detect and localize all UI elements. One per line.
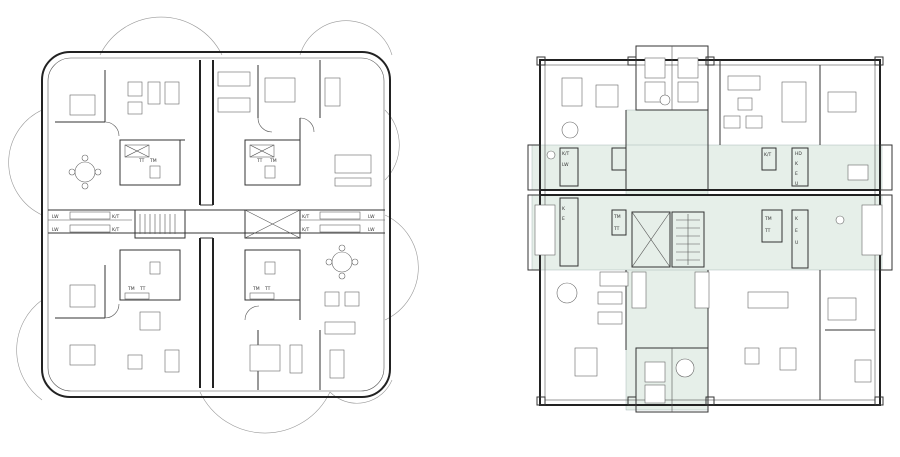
label-kt-1: K/T bbox=[112, 214, 119, 220]
bathrooms: TT TM TT TM TM TT TM TT bbox=[124, 144, 277, 300]
label-tm-r1: TM bbox=[613, 214, 621, 220]
label-kt-4: K/T bbox=[302, 227, 309, 233]
label-e-r1: E bbox=[562, 216, 565, 222]
right-round-tables bbox=[546, 94, 845, 378]
label-tm-1: TM bbox=[149, 158, 157, 164]
inner-wall-line bbox=[47, 57, 385, 392]
room-partitions bbox=[55, 60, 321, 390]
label-tt-3: TT bbox=[139, 286, 146, 292]
label-kt-r1: K/T bbox=[562, 151, 569, 157]
label-kt-2: K/T bbox=[112, 227, 119, 233]
columns bbox=[536, 56, 884, 406]
label-lw-3: LW bbox=[368, 214, 375, 220]
outer-wall bbox=[41, 51, 391, 398]
corridor-walls bbox=[199, 60, 214, 388]
right-dining bbox=[534, 57, 883, 404]
label-lw-2: LW bbox=[52, 227, 59, 233]
label-tt-1: TT bbox=[138, 158, 145, 164]
right-core bbox=[631, 211, 705, 268]
label-lw-r1: LW bbox=[562, 162, 569, 168]
right-floor-plan: K/T LW K E TM TT K/T HD K E U TM TT K E … bbox=[527, 45, 893, 413]
label-tm-2: TM bbox=[269, 158, 277, 164]
label-lw-4: LW bbox=[368, 227, 375, 233]
living-furniture bbox=[68, 81, 372, 374]
horizontal-corridor: LW LW K/T K/T K/T K/T LW LW bbox=[48, 209, 385, 234]
label-tt-2: TT bbox=[256, 158, 263, 164]
label-u-r2: U bbox=[795, 240, 798, 246]
right-service-units: K/T LW K E TM TT K/T HD K E U TM TT K E … bbox=[559, 147, 809, 269]
label-e-r3: E bbox=[795, 228, 798, 234]
beds bbox=[69, 71, 345, 379]
label-tt-4: TT bbox=[264, 286, 271, 292]
label-tt-r1: TT bbox=[613, 226, 620, 232]
label-kt-3: K/T bbox=[302, 214, 309, 220]
label-k-r1: K bbox=[562, 206, 566, 212]
label-hd-r1: HD bbox=[795, 151, 802, 157]
balcony-arcs bbox=[8, 16, 419, 434]
label-tt-r2: TT bbox=[764, 228, 771, 234]
stair-core bbox=[134, 209, 301, 239]
right-beds-sofas bbox=[561, 75, 872, 383]
label-tm-r2: TM bbox=[764, 216, 772, 222]
right-partitions bbox=[719, 60, 875, 400]
label-k-r3: K bbox=[795, 216, 799, 222]
label-k-r2: K bbox=[795, 161, 799, 167]
label-e-r2: E bbox=[795, 171, 798, 177]
label-lw-1: LW bbox=[52, 214, 59, 220]
left-floor-plan: LW LW K/T K/T K/T K/T LW LW bbox=[8, 16, 419, 434]
label-tm-4: TM bbox=[252, 286, 260, 292]
label-u-r1: U bbox=[795, 181, 798, 187]
label-tm-3: TM bbox=[127, 286, 135, 292]
door-swings bbox=[104, 117, 315, 321]
label-kt-r2: K/T bbox=[764, 152, 771, 158]
